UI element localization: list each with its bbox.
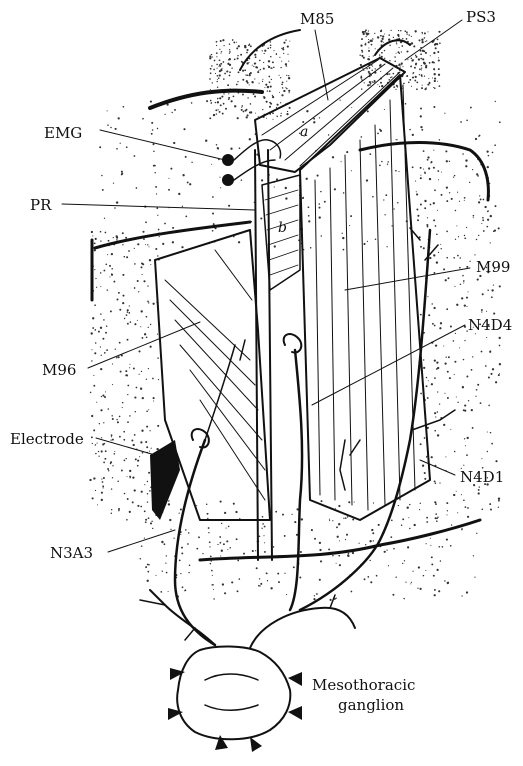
- label-m85: M85: [300, 10, 334, 28]
- label-electrode: Electrode: [10, 430, 84, 448]
- emg-electrodes: [222, 140, 281, 186]
- mesothoracic-ganglion: [140, 590, 355, 752]
- label-emg: EMG: [44, 124, 82, 142]
- label-b: b: [278, 220, 287, 236]
- label-ganglion-line1: Mesothoracic: [312, 676, 415, 694]
- stippled-tissue-background: [89, 29, 501, 601]
- label-ganglion-line2: ganglion: [338, 696, 404, 714]
- labels: M85 PS3 EMG a PR b M99 M96 N4D4 Electrod…: [10, 8, 512, 714]
- label-n4d1: N4D1: [460, 468, 504, 486]
- nerve-n3a3: [175, 340, 245, 645]
- label-a: a: [300, 124, 308, 140]
- muscle-m85: [255, 58, 405, 172]
- label-m99: M99: [476, 258, 510, 276]
- label-m96: M96: [42, 361, 76, 379]
- label-ps3: PS3: [466, 8, 496, 26]
- label-n4d4: N4D4: [468, 316, 512, 334]
- electrode-shaft: [150, 440, 180, 520]
- label-pr: PR: [30, 196, 52, 214]
- label-n3a3: N3A3: [50, 544, 93, 562]
